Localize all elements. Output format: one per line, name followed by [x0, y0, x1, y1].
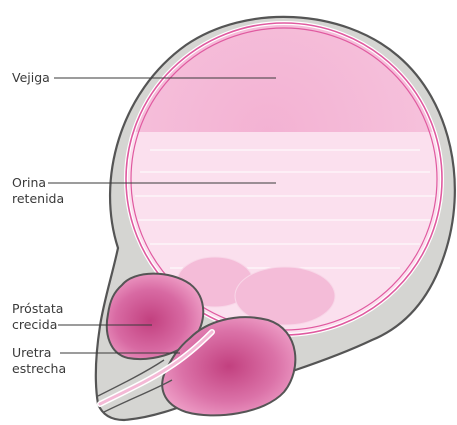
- label-bladder: Vejiga: [12, 70, 50, 85]
- label-urine-2: retenida: [12, 191, 64, 206]
- label-prostate-2: crecida: [12, 317, 57, 332]
- label-urethra-1: Uretra: [12, 345, 51, 360]
- label-urethra-2: estrecha: [12, 361, 66, 376]
- label-prostate-1: Próstata: [12, 301, 63, 316]
- label-urine-1: Orina: [12, 175, 46, 190]
